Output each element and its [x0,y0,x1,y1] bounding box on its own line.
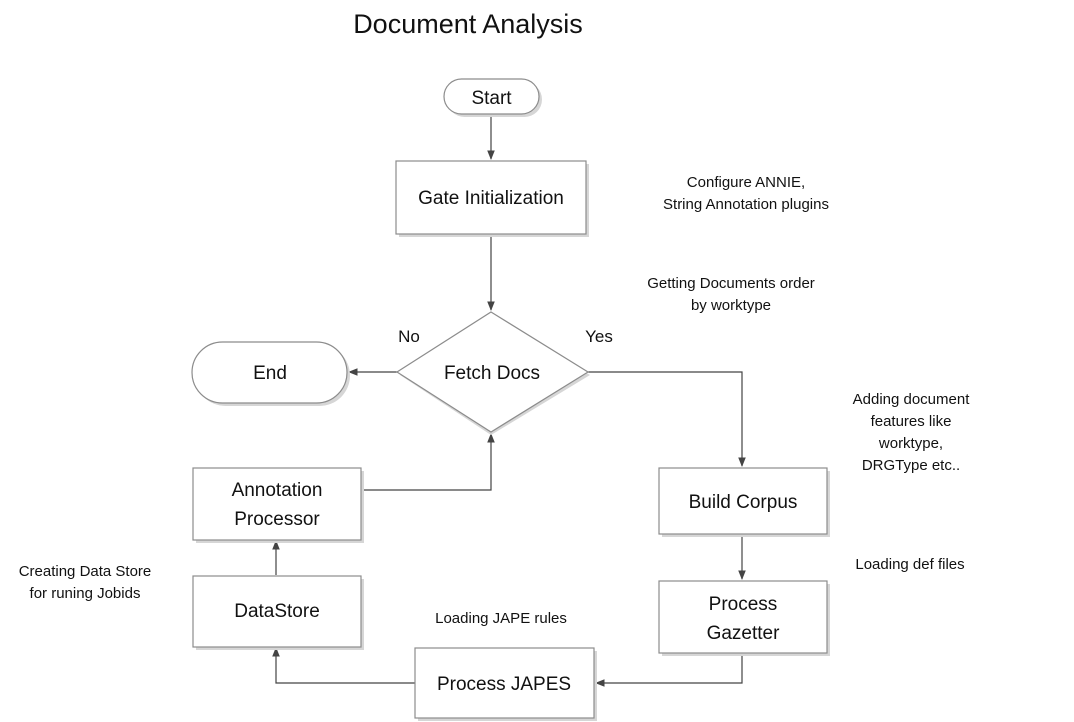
note-loading-jape-line-1: Loading JAPE rules [435,610,567,627]
note-creating-store-line-2: for runing Jobids [30,585,141,602]
node-annotation-processor-label-2: Processor [234,509,320,530]
edge-gazetter-to-japes [595,653,743,687]
note-adding-features-line-3: worktype, [878,435,943,452]
note-adding-features-line-4: DRGType etc.. [862,457,960,474]
note-creating-store-line-1: Creating Data Store [19,563,152,580]
note-configure-line-2: String Annotation plugins [663,196,829,213]
note-getting-docs-line-1: Getting Documents order [647,275,815,292]
diagram-title: Document Analysis [353,9,583,39]
branch-label-no: No [398,327,420,346]
edges [272,114,746,687]
note-loading-def-line-1: Loading def files [855,556,964,573]
edge-annotation-to-fetch [361,433,495,491]
note-creating-store: Creating Data Store for runing Jobids [19,563,152,602]
edge-fetch-to-build [588,371,746,467]
node-fetch-docs: Fetch Docs [395,311,590,435]
node-gate-initialization: Gate Initialization [395,160,589,237]
note-configure: Configure ANNIE, String Annotation plugi… [663,174,829,213]
node-end-label: End [253,363,287,384]
branch-label-yes: Yes [585,327,613,346]
node-datastore-label: DataStore [234,601,320,622]
node-build-corpus: Build Corpus [658,467,830,537]
note-loading-def: Loading def files [855,556,964,573]
node-start-label: Start [471,88,512,109]
note-configure-line-1: Configure ANNIE, [687,174,805,191]
node-build-corpus-label: Build Corpus [689,492,798,513]
note-adding-features: Adding document features like worktype, … [853,391,971,474]
node-gate-initialization-label: Gate Initialization [418,188,564,209]
note-loading-jape: Loading JAPE rules [435,610,567,627]
node-annotation-processor: Annotation Processor [192,467,364,543]
node-annotation-processor-label-1: Annotation [232,480,323,501]
node-datastore: DataStore [192,575,364,650]
node-process-japes-label: Process JAPES [437,674,571,695]
node-start: Start [443,78,542,117]
node-process-gazetter-label-1: Process [709,594,778,615]
node-fetch-docs-label: Fetch Docs [444,363,540,384]
note-getting-docs-line-2: by worktype [691,297,771,314]
node-process-gazetter-label-2: Gazetter [707,623,781,644]
note-getting-docs: Getting Documents order by worktype [647,275,815,314]
note-adding-features-line-2: features like [871,413,952,430]
note-adding-features-line-1: Adding document [853,391,971,408]
node-process-gazetter: Process Gazetter [658,580,830,656]
node-end: End [191,341,350,406]
edge-japes-to-datastore [272,647,415,684]
node-process-japes: Process JAPES [414,647,597,721]
